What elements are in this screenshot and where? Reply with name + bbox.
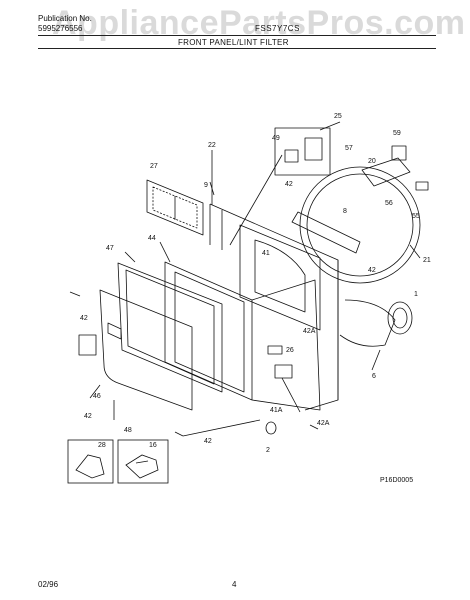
- exhaust-outlet: [387, 301, 413, 335]
- footer-date: 02/96: [38, 580, 59, 589]
- publication-label: Publication No.: [38, 14, 92, 23]
- drum-light-bar: [291, 211, 361, 254]
- leader-line: [182, 419, 261, 437]
- ref-42-mid: 42: [84, 413, 92, 420]
- ref-16: 16: [149, 442, 157, 449]
- header-rule: [38, 35, 436, 36]
- detail-insets: [67, 439, 169, 484]
- ref-2: 2: [266, 447, 270, 454]
- control-knob: [265, 421, 277, 435]
- sensor-clip: [267, 345, 283, 355]
- leader-line: [371, 349, 381, 371]
- drum-seal-ring-inner: [306, 173, 414, 277]
- ref-44: 44: [148, 235, 156, 242]
- screw: [69, 291, 81, 297]
- section-title: FRONT PANEL/LINT FILTER: [178, 38, 289, 47]
- ref-46: 46: [93, 393, 101, 400]
- ref-6: 6: [372, 373, 376, 380]
- door-switch: [304, 137, 323, 161]
- footer-page: 4: [232, 580, 237, 589]
- door-strike: [274, 364, 293, 379]
- ref-42A-mid: 42A: [303, 328, 316, 335]
- ref-8: 8: [343, 208, 347, 215]
- cabinet-front-frame: [164, 261, 253, 401]
- ref-25: 25: [334, 113, 342, 120]
- ref-59: 59: [393, 130, 401, 137]
- ref-42-top: 42: [285, 181, 293, 188]
- lint-filter-mesh: [152, 186, 198, 229]
- drum-seal-ring: [299, 166, 421, 284]
- ref-41: 41: [262, 250, 270, 257]
- ref-42-left: 42: [80, 315, 88, 322]
- door-window: [107, 322, 122, 340]
- leader-line: [281, 377, 301, 413]
- ref-49: 49: [272, 135, 280, 142]
- figure-code: P16D0005: [380, 477, 413, 484]
- leader-line: [409, 244, 421, 259]
- ref-57: 57: [345, 145, 353, 152]
- ref-56: 56: [385, 200, 393, 207]
- ref-1: 1: [414, 291, 418, 298]
- exhaust-outlet-inner: [392, 307, 408, 329]
- thermostat-bracket: [361, 157, 411, 187]
- ref-28: 28: [98, 442, 106, 449]
- thermostat-probe: [415, 181, 429, 191]
- front-bulkhead: [239, 224, 321, 331]
- leader-line: [159, 241, 171, 263]
- leader-line: [229, 154, 283, 246]
- switch-actuator: [284, 149, 299, 163]
- screw: [309, 424, 319, 430]
- ref-42A-low: 42A: [317, 420, 330, 427]
- ref-42-bottom: 42: [204, 438, 212, 445]
- thermostat-cover: [391, 145, 407, 161]
- cabinet-inner-frame: [174, 271, 245, 393]
- screw: [174, 431, 184, 437]
- ref-48: 48: [124, 427, 132, 434]
- inset-16-box: [117, 439, 169, 484]
- door-switch-box: [274, 127, 331, 176]
- leader-line: [89, 384, 101, 399]
- part-reference-labels: 25 49 59 57 20 22 27 9 42 8 56 55 44 47 …: [80, 113, 431, 454]
- ref-21: 21: [423, 257, 431, 264]
- leader-line: [319, 121, 341, 131]
- inset-28-box: [67, 439, 114, 484]
- inset-16-slot: [135, 460, 149, 464]
- cabinet-depth: [251, 279, 321, 411]
- door-panel: [99, 289, 193, 411]
- header-rule-bottom: [38, 48, 436, 49]
- publication-number: 5995276556: [38, 24, 83, 33]
- ref-42-right: 42: [368, 267, 376, 274]
- cabinet-side: [209, 204, 223, 250]
- leader-line: [209, 181, 215, 196]
- bulkhead-opening: [254, 239, 306, 313]
- lint-filter: [146, 179, 204, 236]
- inset-16-part: [125, 454, 159, 479]
- door-catch: [78, 334, 97, 356]
- exhaust-duct: [339, 299, 396, 347]
- door-gasket-inner: [125, 269, 215, 385]
- ref-41A: 41A: [270, 407, 283, 414]
- model-number: FSS7Y7CS: [255, 24, 300, 33]
- ref-27: 27: [150, 163, 158, 170]
- ref-26: 26: [286, 347, 294, 354]
- ref-55: 55: [412, 213, 420, 220]
- inset-28-part: [75, 454, 105, 479]
- leader-line: [124, 251, 136, 263]
- ref-9: 9: [204, 182, 208, 189]
- door-gasket: [117, 262, 223, 393]
- ref-20: 20: [368, 158, 376, 165]
- ref-47: 47: [106, 245, 114, 252]
- publication-block: Publication No. 5995276556: [38, 14, 92, 34]
- ref-22: 22: [208, 142, 216, 149]
